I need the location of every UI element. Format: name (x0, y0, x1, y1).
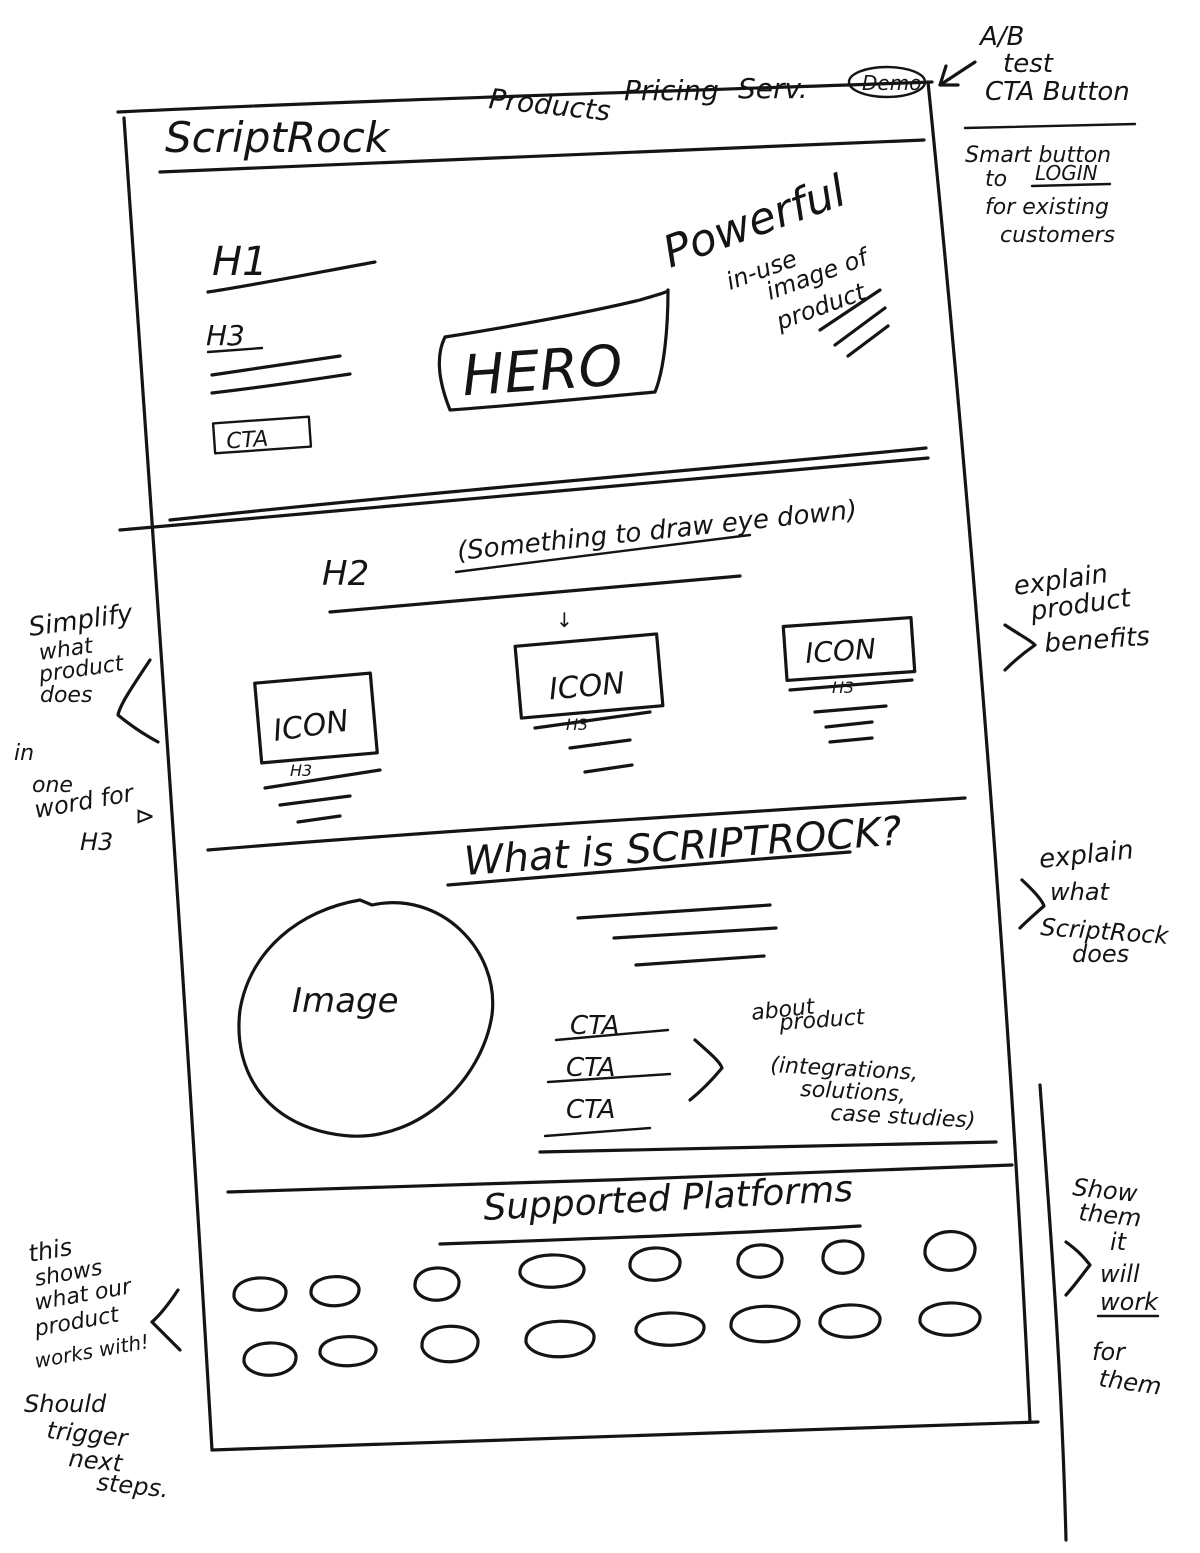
note-ab-line2: test (1003, 49, 1054, 79)
platform-logo (242, 1341, 298, 1377)
note-what-line2: what (1050, 878, 1111, 906)
platform-logo (318, 1335, 378, 1368)
note-show-line4: will (1100, 1260, 1140, 1288)
note-what-line1: explain (1038, 835, 1135, 875)
nav-bar: ScriptRock Products Pricing Serv. Demo (158, 65, 927, 174)
platform-logo (420, 1324, 480, 1364)
about-image-label: Image (292, 981, 398, 1021)
platforms-section: Supported Platforms (232, 1169, 982, 1377)
note-show-line5: work (1100, 1288, 1159, 1316)
note-ab-test: A/B test CTA Button (938, 22, 1130, 107)
benefit-icon-1-label: ICON (271, 704, 351, 749)
benefit-icon-2-label: ICON (548, 666, 627, 707)
hero-section: H1 H3 CTA HERO Powerful in-use image of … (118, 165, 930, 532)
about-cta-3[interactable]: CTA (566, 1095, 615, 1125)
note-ab-line3: CTA Button (985, 77, 1130, 107)
platform-logo-grid (232, 1230, 982, 1377)
platform-logo (232, 1276, 288, 1312)
hero-cta-label[interactable]: CTA (226, 427, 269, 455)
platform-logo (309, 1275, 361, 1308)
note-this-shows: this shows what our product works with! … (24, 1233, 182, 1503)
note-explain-what: explain what ScriptRock does (1018, 835, 1170, 968)
note-simplify-line4: does (40, 683, 92, 708)
demo-button[interactable]: Demo (862, 71, 921, 95)
platform-logo (518, 1253, 586, 1289)
note-smart-line2: to (985, 167, 1007, 192)
note-simplify: Simplify what product does in one word f… (14, 599, 160, 856)
platform-logo (729, 1304, 801, 1344)
note-show-line1: Show (1071, 1173, 1139, 1208)
about-note-line2: product (778, 1005, 867, 1036)
note-smart-line3: LOGIN (1035, 161, 1098, 185)
note-show-line7: them (1097, 1364, 1163, 1400)
note-smart-line4: for existing (985, 195, 1109, 220)
platforms-title: Supported Platforms (482, 1169, 854, 1229)
platform-logo (413, 1266, 461, 1302)
arrow-left-icon (938, 60, 977, 87)
nav-link-pricing[interactable]: Pricing (624, 74, 719, 107)
note-smart-line5: customers (1000, 223, 1115, 248)
benefit-heading-3: H3 (832, 678, 854, 697)
hero-h3: H3 (206, 319, 245, 352)
about-section: What is SCRIPTROCK? Image CTA CTA CTA ab… (226, 808, 1014, 1194)
benefit-icon-1 (253, 671, 379, 765)
benefit-card-3: ICON H3 (781, 616, 917, 744)
note-trigger-line3: next (67, 1444, 125, 1478)
hero-cta-button[interactable] (211, 415, 313, 455)
nav-link-products[interactable]: Products (487, 82, 612, 128)
note-simplify-line6: one (32, 773, 73, 798)
logo[interactable]: ScriptRock (165, 113, 391, 162)
arrow-down-icon: ↓ (556, 608, 573, 632)
platform-logo (818, 1303, 882, 1339)
note-trigger-line1: Should (24, 1390, 107, 1418)
hero-h1: H1 (212, 239, 268, 285)
about-note-line4: solutions, (800, 1077, 907, 1107)
page-outline (116, 80, 1068, 1542)
note-show-line3: it (1110, 1228, 1128, 1256)
note-benefits-line3: benefits (1043, 622, 1150, 659)
hero-image-placeholder (437, 288, 670, 412)
hero-label: HERO (460, 333, 625, 409)
benefit-card-1: ICON H3 (253, 671, 382, 824)
demo-button-outline[interactable] (847, 65, 927, 99)
platform-logo (524, 1319, 596, 1359)
platform-logo (628, 1246, 682, 1282)
benefits-section: (Something to draw eye down) H2 ↓ ICON H… (206, 495, 967, 852)
platform-logo (821, 1239, 865, 1275)
benefits-h2: H2 (322, 554, 369, 594)
benefit-heading-2: H3 (566, 715, 588, 734)
platform-logo (923, 1230, 977, 1272)
note-trigger-line4: steps. (95, 1468, 170, 1503)
benefit-card-2: ICON H3 (513, 632, 665, 774)
note-explain-benefits: explain product benefits (1003, 559, 1151, 672)
benefit-icon-2 (513, 632, 665, 720)
note-simplify-line5: in (14, 741, 34, 766)
about-title: What is SCRIPTROCK? (462, 808, 903, 884)
platform-logo (634, 1311, 706, 1347)
note-show-line2: them (1077, 1198, 1142, 1232)
benefit-icon-3 (781, 616, 917, 682)
note-show-them: Show them it will work for them (1064, 1173, 1163, 1401)
note-simplify-line8: H3 (80, 828, 113, 856)
platform-logo (918, 1301, 982, 1337)
note-smart-line1: Smart button (965, 143, 1111, 168)
note-what-line4: does (1072, 940, 1129, 968)
nav-link-services[interactable]: Serv. (738, 72, 808, 105)
platform-logo (736, 1243, 784, 1279)
note-smart-button: Smart button to LOGIN for existing custo… (963, 122, 1137, 248)
about-image-placeholder (237, 898, 495, 1138)
draw-eye-note: (Something to draw eye down) (456, 495, 859, 567)
benefit-heading-1: H3 (290, 761, 312, 780)
benefit-icon-3-label: ICON (804, 632, 877, 670)
note-show-line6: for (1092, 1338, 1127, 1366)
about-note-line5: case studies) (830, 1101, 976, 1134)
arrow-right-icon: ⊳ (135, 802, 155, 830)
note-ab-line1: A/B (978, 22, 1024, 52)
